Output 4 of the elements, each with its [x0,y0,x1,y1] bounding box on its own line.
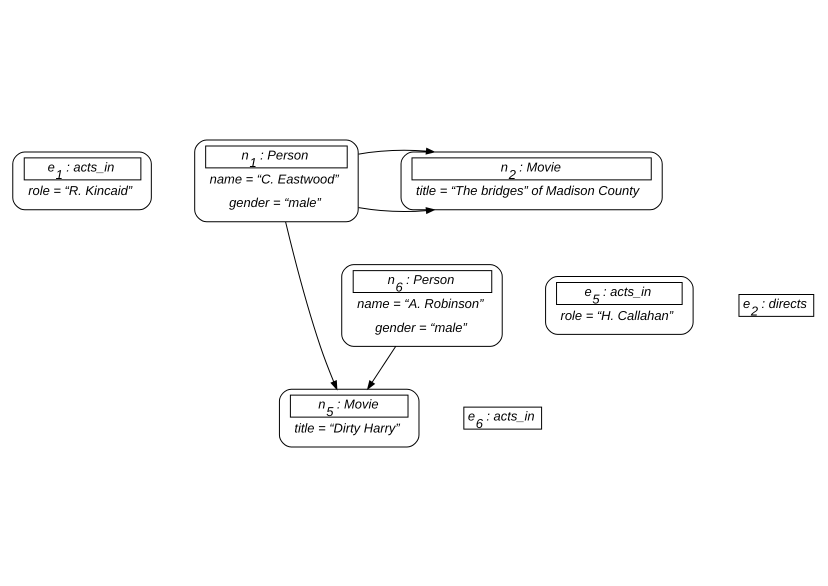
arrow [285,220,338,390]
arrow [358,206,436,214]
arrow [358,147,436,154]
arrow [366,345,396,390]
